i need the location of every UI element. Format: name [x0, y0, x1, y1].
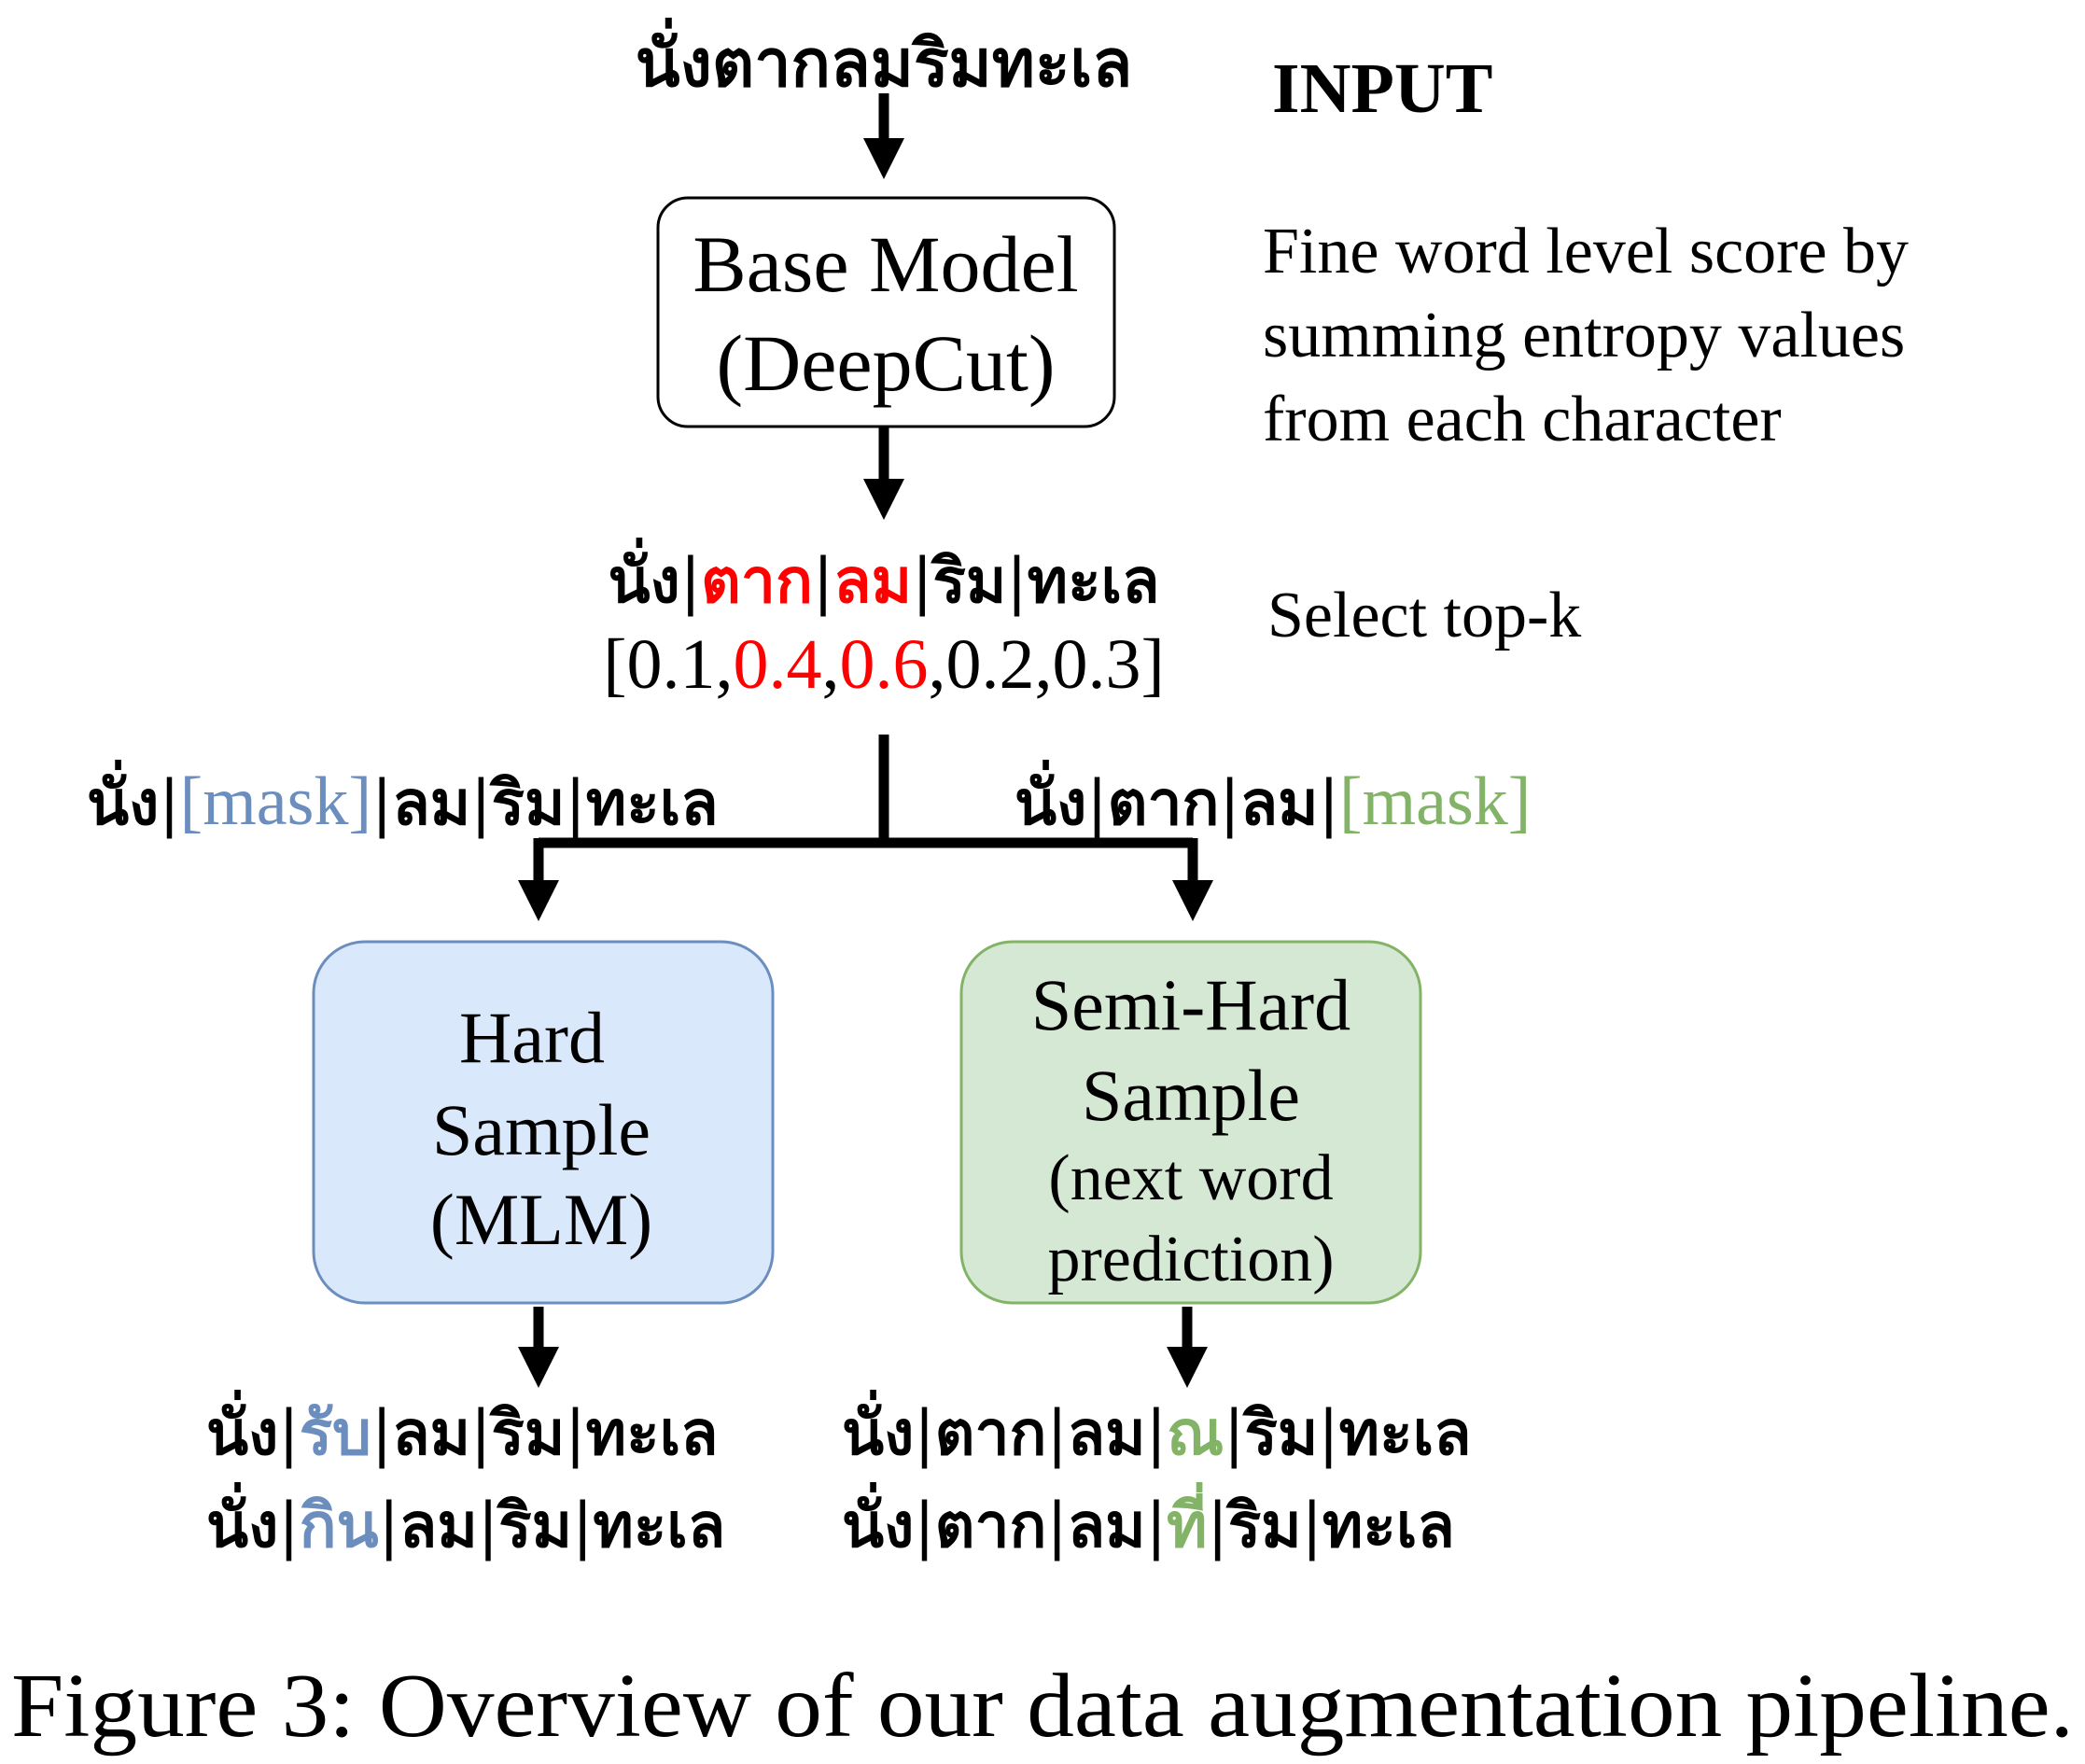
svg-text:นั่ง|กิน|ลม|ริม|ทะเล: นั่ง|กิน|ลม|ริม|ทะเล — [206, 1481, 725, 1561]
hard-sample-label: Hard Sample (MLM) — [430, 997, 652, 1260]
svg-text:(next word: (next word — [1048, 1142, 1333, 1214]
svg-text:Hard: Hard — [459, 997, 605, 1078]
base-model-title: Base Model — [693, 219, 1078, 309]
semi-hard-sample-outputs: นั่ง|ตาก|ลม|ณ|ริม|ทะเล นั่ง|ตาก|ลม|ที่|ร… — [842, 1389, 1472, 1561]
svg-text:นั่ง|ตาก|ลม|ณ|ริม|ทะเล: นั่ง|ตาก|ลม|ณ|ริม|ทะเล — [842, 1389, 1472, 1469]
svg-text:Semi-Hard: Semi-Hard — [1031, 964, 1350, 1045]
svg-text:Sample: Sample — [1082, 1055, 1300, 1136]
svg-text:นั่ง|ตาก|ลม|ที่|ริม|ทะเล: นั่ง|ตาก|ลม|ที่|ริม|ทะเล — [842, 1481, 1455, 1561]
svg-text:Fine word level score by: Fine word level score by — [1263, 216, 1909, 287]
svg-text:from each character: from each character — [1263, 384, 1782, 455]
select-note: Select top-k — [1267, 580, 1581, 651]
svg-text:นั่ง|รับ|ลม|ริม|ทะเล: นั่ง|รับ|ลม|ริม|ทะเล — [206, 1389, 719, 1469]
semi-hard-sample-label: Semi-Hard Sample (next word prediction) — [1031, 964, 1350, 1295]
svg-text:(MLM): (MLM) — [430, 1179, 652, 1260]
split-connector — [518, 735, 1213, 921]
svg-text:summing entropy values: summing entropy values — [1263, 300, 1905, 371]
base-model-subtitle: (DeepCut) — [717, 318, 1056, 408]
figure-caption: Figure 3: Overview of our data augmentat… — [11, 1656, 2074, 1757]
score-note: Fine word level score by summing entropy… — [1263, 216, 1909, 455]
input-label: INPUT — [1272, 49, 1492, 128]
hard-sample-outputs: นั่ง|รับ|ลม|ริม|ทะเล นั่ง|กิน|ลม|ริม|ทะเ… — [206, 1389, 725, 1561]
entropy-scores: [0.1,0.4,0.6,0.2,0.3] — [603, 625, 1165, 704]
svg-text:prediction): prediction) — [1047, 1224, 1334, 1295]
segmented-sentence: นั่ง|ตาก|ลม|ริม|ทะเล — [608, 537, 1159, 617]
svg-text:Sample: Sample — [432, 1089, 651, 1170]
input-sentence: นั่งตากลมริมทะเล — [636, 17, 1133, 102]
hard-sample-box — [312, 940, 775, 1305]
masked-sentence-hard: นั่ง|[mask]|ลม|ริม|ทะเล — [87, 759, 719, 840]
masked-sentence-semi: นั่ง|ตาก|ลม|[mask] — [1015, 759, 1531, 840]
semi-hard-sample-box — [959, 940, 1422, 1305]
